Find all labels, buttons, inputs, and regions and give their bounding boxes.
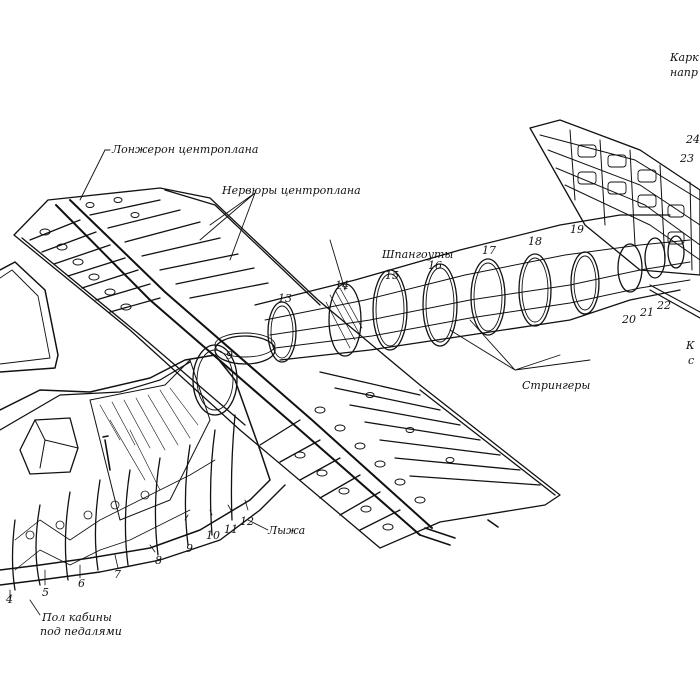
frame-number-11: 11 xyxy=(224,523,238,536)
frame-number-8: 8 xyxy=(155,554,162,567)
frame-number-18: 18 xyxy=(528,235,542,248)
frame-number-24: 24 xyxy=(686,133,700,146)
frame-number-20: 20 xyxy=(622,313,636,326)
frame-number-9-upper: 9 xyxy=(226,349,233,362)
frame-number-7: 7 xyxy=(114,568,121,581)
tail-fin xyxy=(529,119,700,276)
forward-fuselage xyxy=(0,261,286,616)
cabin-floor-label-line2: под педалями xyxy=(40,625,122,638)
callout-leaders xyxy=(79,149,346,291)
ribs-label: Нервюры центроплана xyxy=(222,184,361,197)
frame-number-5: 5 xyxy=(42,586,49,599)
frame-number-22: 22 xyxy=(657,299,671,312)
wing-centre-section xyxy=(13,187,561,549)
ski-label: Лыжа xyxy=(268,524,306,537)
carcass-label-line1: Карк xyxy=(670,51,699,64)
frame-number-13: 13 xyxy=(278,292,292,305)
frames-label: Шпангоуты xyxy=(382,248,454,261)
frame-number-21: 21 xyxy=(640,306,654,319)
frame-number-19: 19 xyxy=(570,223,584,236)
rear-fuselage xyxy=(254,214,700,371)
cabin-floor-label-line1: Пол кабины xyxy=(42,611,112,624)
right-partial-label-2: с xyxy=(688,354,695,367)
frame-number-12: 12 xyxy=(240,515,254,528)
frame-number-9-lower: 9 xyxy=(186,542,193,555)
frame-number-17: 17 xyxy=(482,244,496,257)
frame-number-10: 10 xyxy=(206,529,220,542)
frame-number-6: 6 xyxy=(78,577,85,590)
frame-number-15: 15 xyxy=(385,269,399,282)
spar-label: Лонжерон центроплана xyxy=(112,143,259,156)
frame-number-23: 23 xyxy=(680,152,694,165)
frame-number-16: 16 xyxy=(428,259,442,272)
right-partial-label: К xyxy=(686,339,695,352)
frame-number-4: 4 xyxy=(6,593,13,606)
stringers-label: Стрингеры xyxy=(522,379,591,392)
carcass-label-line2: напр xyxy=(670,66,698,79)
frame-number-14: 14 xyxy=(335,279,349,292)
